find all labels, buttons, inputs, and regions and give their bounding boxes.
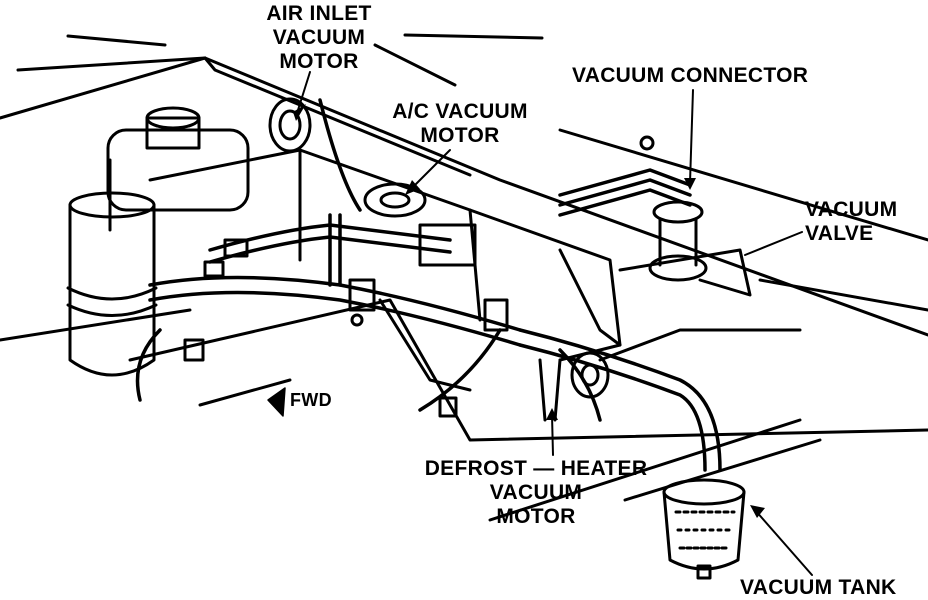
leader-defrost [551, 414, 554, 456]
leader-vacuum-connector [689, 89, 694, 184]
label-vacuum-tank: VACUUM TANK [740, 576, 897, 599]
label-line: VACUUM [489, 481, 583, 504]
hvac-housing [148, 148, 622, 392]
fittings [183, 238, 509, 418]
label-vacuum-valve: VACUUM VALVE [805, 198, 897, 246]
vacuum-tank [662, 478, 746, 580]
vacuum-valve [618, 135, 752, 297]
label-fwd: FWD [290, 390, 332, 410]
label-line: MOTOR [420, 124, 500, 147]
label-line: VACUUM [272, 26, 366, 49]
body-panel-lines [0, 33, 928, 522]
leader-lines [293, 71, 813, 576]
label-defrost-heater-vacuum-motor: DEFROST — HEATER VACUUM MOTOR [412, 457, 660, 529]
leader-vacuum-tank [754, 509, 813, 576]
label-line: MOTOR [279, 50, 359, 73]
label-line: VALVE [805, 222, 874, 245]
label-air-inlet-vacuum-motor: AIR INLET VACUUM MOTOR [260, 2, 378, 74]
leader-ac-motor [409, 149, 451, 191]
label-line: VACUUM [805, 198, 898, 221]
label-line: AIR INLET [266, 2, 372, 25]
fwd-arrow-icon [267, 387, 286, 417]
ac-vacuum-motor [363, 182, 427, 218]
label-line: A/C VACUUM [392, 100, 528, 123]
label-vacuum-connector: VACUUM CONNECTOR [572, 64, 809, 87]
label-line: MOTOR [496, 505, 576, 528]
leader-air-inlet [297, 71, 311, 111]
leader-vacuum-valve [744, 231, 803, 256]
label-line: DEFROST — HEATER [424, 457, 648, 480]
label-ac-vacuum-motor: A/C VACUUM MOTOR [384, 100, 536, 148]
air-inlet-vacuum-motor [268, 97, 312, 153]
hoses [135, 98, 722, 472]
fluid-reservoir [106, 106, 250, 232]
defrost-heater-vacuum-motor [538, 351, 610, 422]
accumulator-canister [66, 191, 158, 377]
